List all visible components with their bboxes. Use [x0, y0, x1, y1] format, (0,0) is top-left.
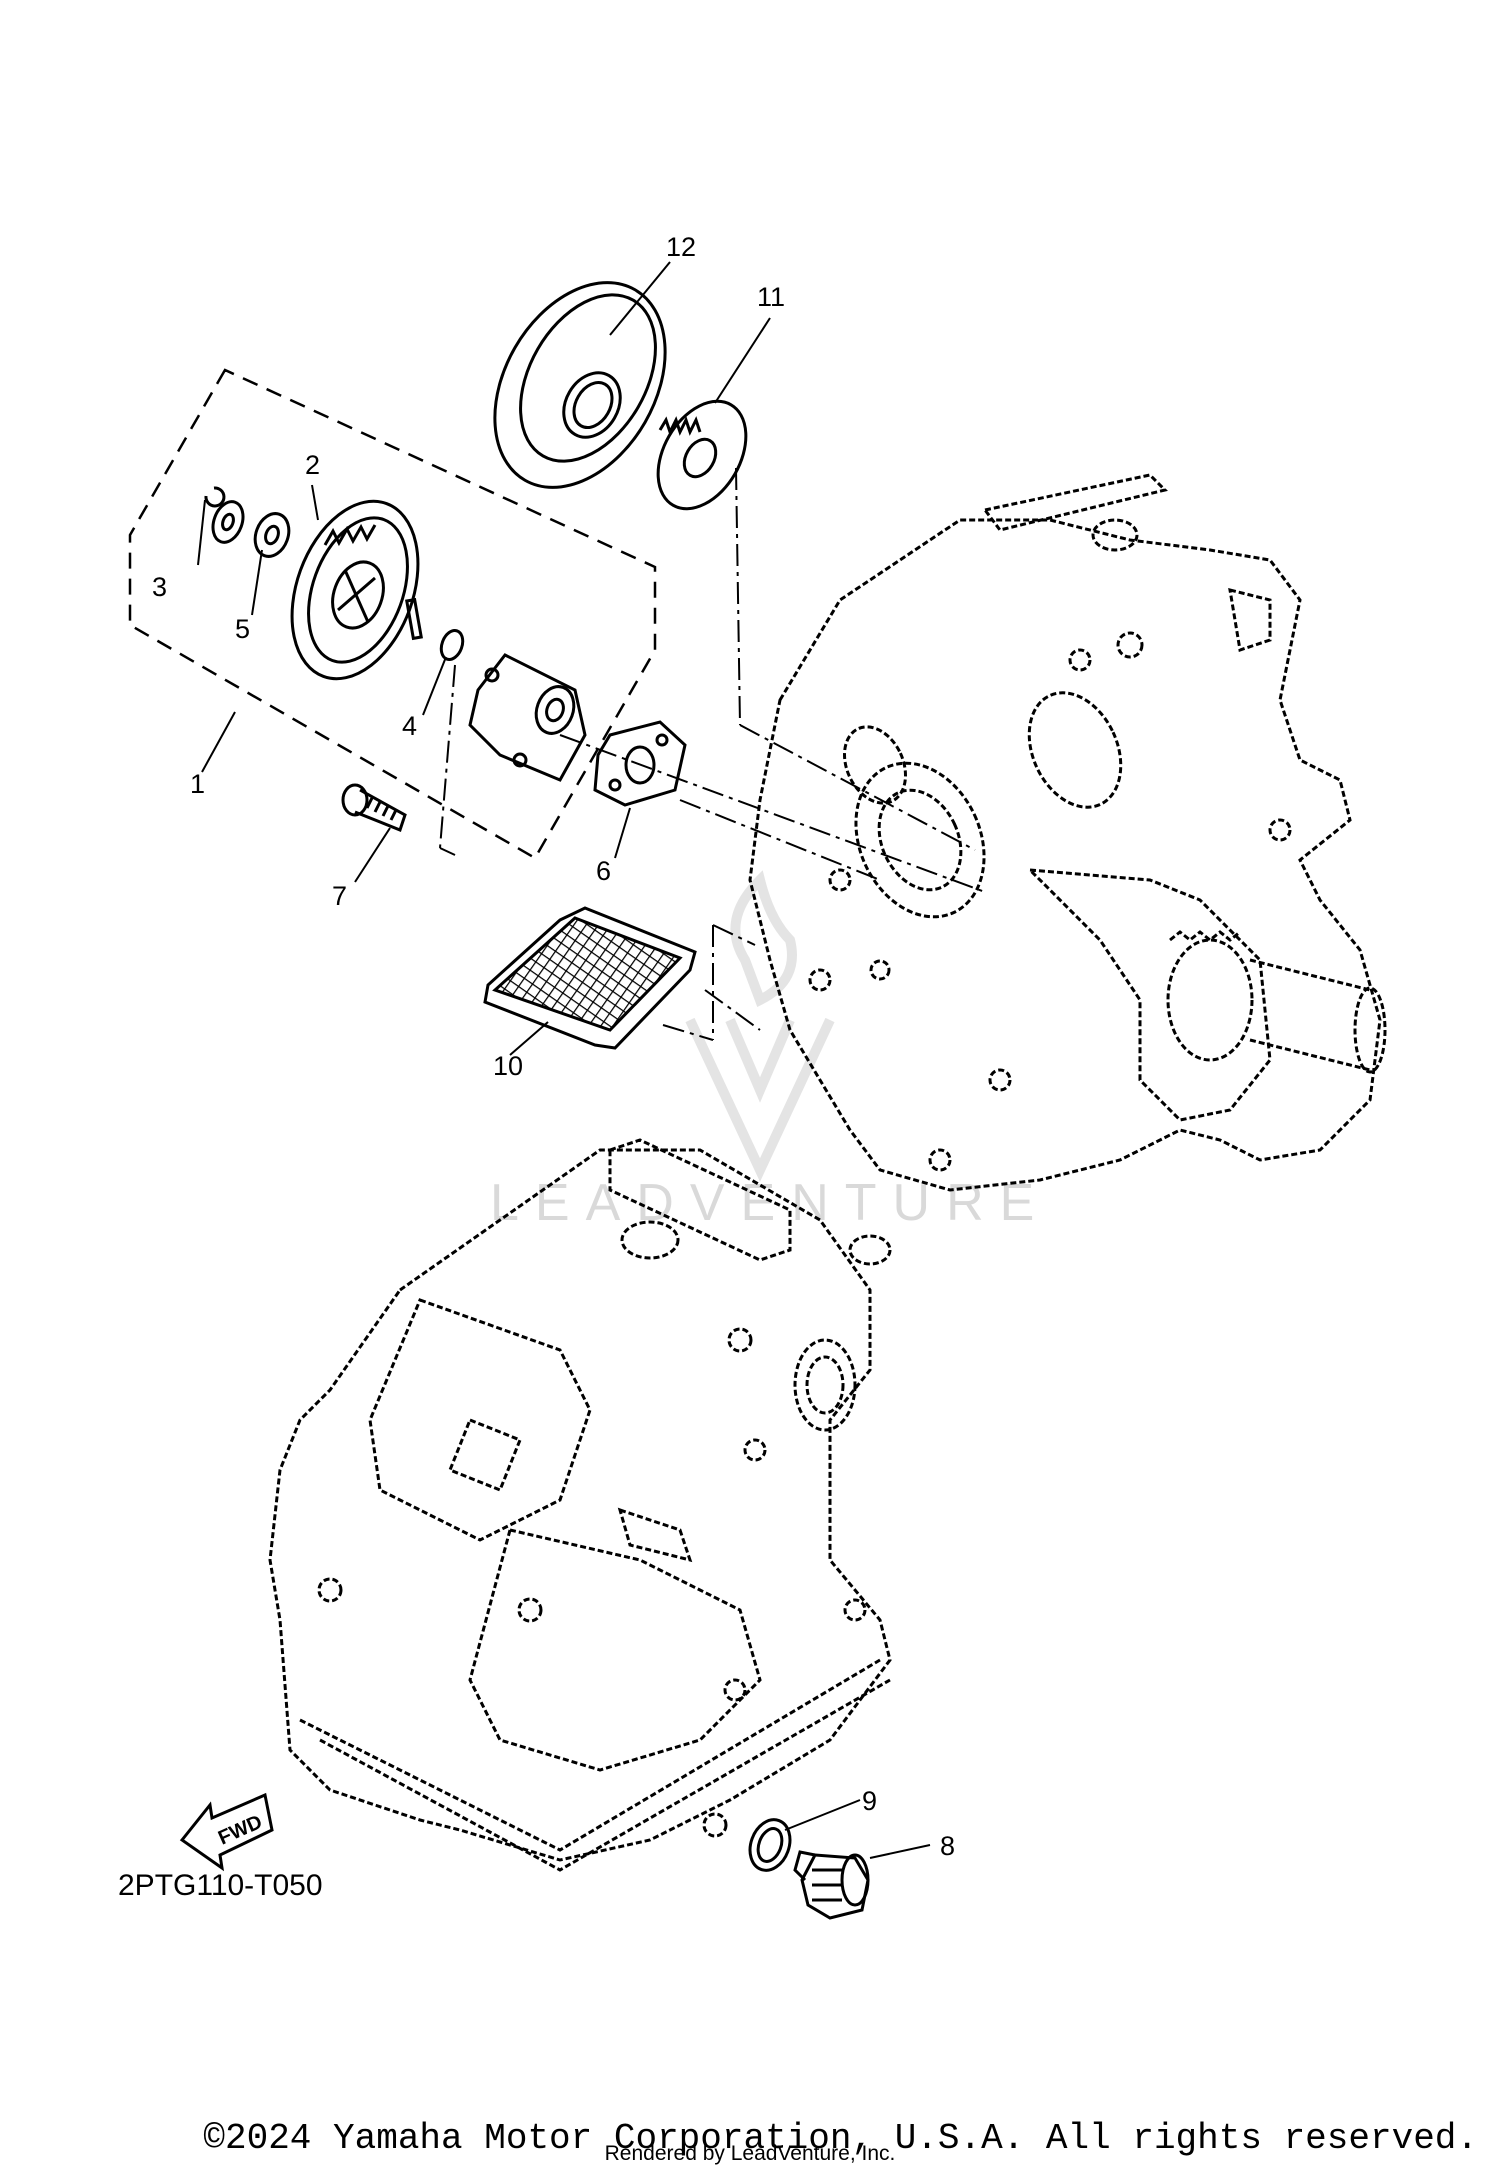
dowel-pin [405, 597, 423, 641]
leader-lines [197, 261, 931, 1859]
watermark-logo [685, 870, 835, 1182]
part-11-drive-gear [656, 399, 748, 511]
fwd-arrow-icon: FWD [179, 1792, 274, 1872]
callout-6: 6 [596, 856, 611, 886]
upper-crankcase [748, 473, 1387, 1192]
callout-5: 5 [235, 614, 250, 644]
part-9-gasket-washer [748, 1818, 792, 1872]
part-2-pump-gear [290, 499, 420, 681]
callout-11: 11 [757, 282, 785, 312]
diagram-code: 2PTG110-T050 [118, 1869, 323, 1902]
callout-8: 8 [940, 1831, 955, 1861]
part-12-cover-plate [493, 281, 667, 489]
callout-4: 4 [402, 711, 417, 741]
callout-2: 2 [305, 450, 320, 480]
callout-12: 12 [666, 232, 696, 262]
part-8-drain-bolt [793, 1850, 870, 1920]
part-7-bolt [341, 783, 407, 832]
part-5-washer [211, 500, 291, 558]
callout-7: 7 [332, 881, 347, 911]
copyright-notice: ©2024 Yamaha Motor Corporation, U.S.A. A… [203, 2118, 1478, 2159]
part-4-o-ring [439, 628, 465, 662]
callout-9: 9 [862, 1786, 877, 1816]
callout-1: 1 [190, 769, 205, 799]
oil-pump-assy-boundary [128, 368, 657, 860]
oil-pump-body [468, 653, 587, 782]
rendered-by-credit: Rendered by LeadVenture, Inc. [604, 2142, 896, 2165]
lower-crankcase [268, 1138, 892, 1872]
part-3-circlip [204, 486, 226, 508]
watermark-text: LEADVENTURE [490, 1174, 1050, 1232]
callout-3: 3 [152, 572, 167, 602]
part-6-gasket [593, 720, 687, 807]
alignment-lines [439, 467, 986, 1041]
callout-labels: 12 11 2 3 5 4 1 6 7 10 9 8 [152, 232, 955, 1861]
callout-10: 10 [493, 1051, 523, 1081]
part-10-oil-strainer [483, 906, 697, 1050]
